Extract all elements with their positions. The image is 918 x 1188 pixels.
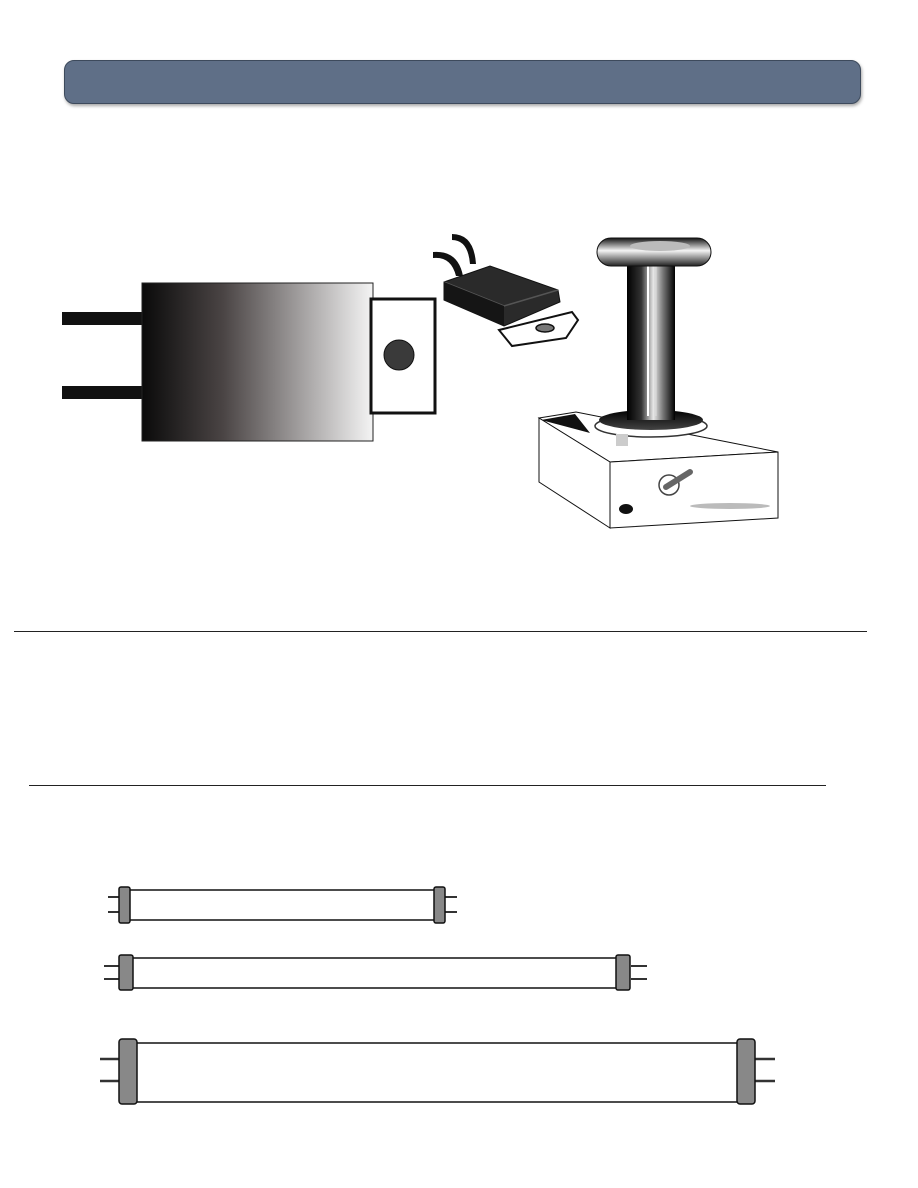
long-fluorescent-tube-icon xyxy=(100,1038,775,1105)
tesla-coil-icon xyxy=(537,237,779,529)
short-fluorescent-tube-icon xyxy=(108,886,457,924)
rectifier-block-icon xyxy=(62,282,437,442)
medium-fluorescent-tube-icon xyxy=(104,954,647,991)
title-bar xyxy=(64,60,861,104)
voltage-regulator-icon xyxy=(433,234,580,348)
section-divider xyxy=(29,785,826,786)
section-divider xyxy=(14,631,867,632)
